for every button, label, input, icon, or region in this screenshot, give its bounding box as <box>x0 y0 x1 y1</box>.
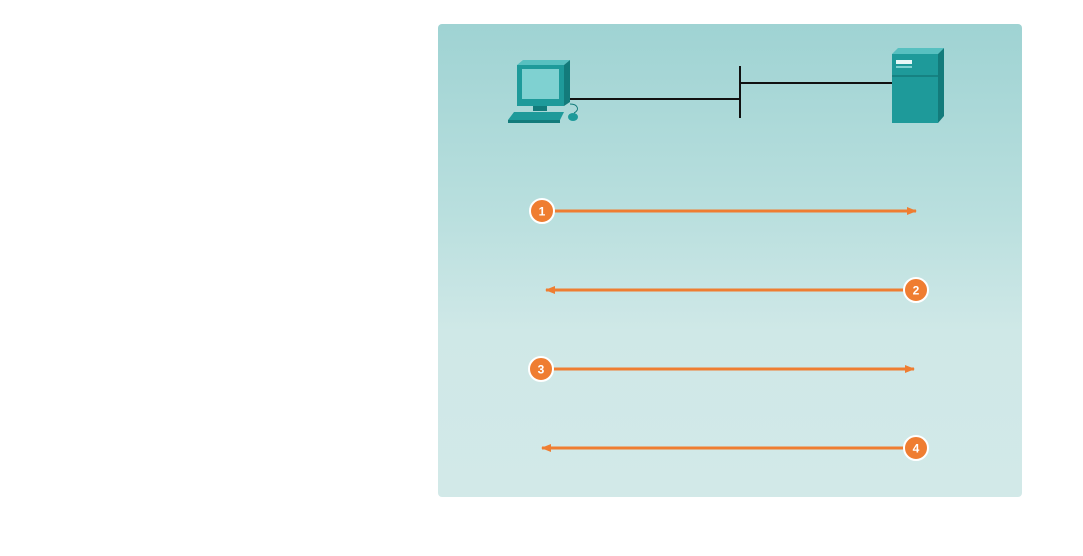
step-1-badge: 1 <box>529 198 555 224</box>
diagram-panel: 1 2 3 4 <box>438 24 1022 497</box>
step-4-badge: 4 <box>903 435 929 461</box>
step-3-number: 3 <box>538 363 545 377</box>
step-2-badge: 2 <box>903 277 929 303</box>
step-3-badge: 3 <box>528 356 554 382</box>
step-4-number: 4 <box>913 442 920 456</box>
step-2-number: 2 <box>913 284 920 298</box>
step-1-number: 1 <box>539 205 546 219</box>
message-exchange-diagram: 1 2 3 4 <box>508 48 944 461</box>
server-icon <box>892 48 944 123</box>
network-cable <box>568 66 893 118</box>
computer-icon <box>508 60 578 123</box>
